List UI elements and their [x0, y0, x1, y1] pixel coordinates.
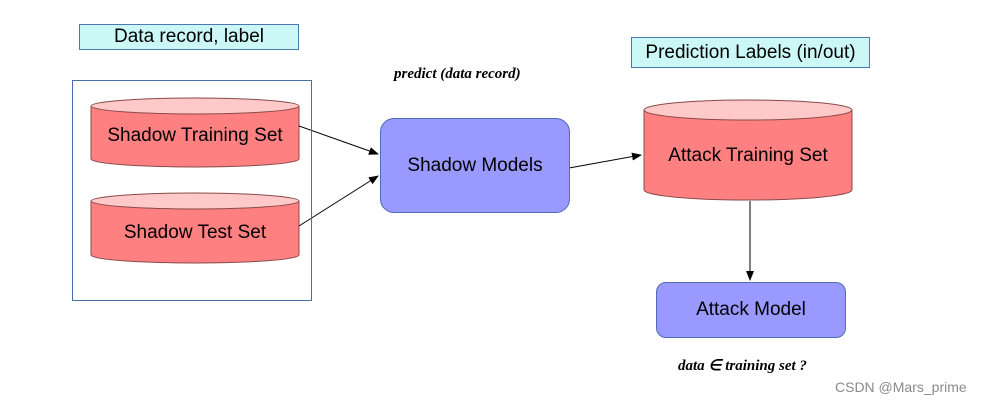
shadow-training-set-label: Shadow Training Set	[107, 125, 283, 146]
arrow-models-to-attack-training	[568, 152, 642, 169]
shadow-test-set-label: Shadow Test Set	[123, 222, 267, 243]
csdn-watermark: CSDN @Mars_prime	[835, 379, 967, 395]
attack-model-node: Attack Model	[656, 282, 846, 338]
prediction-labels-label: Prediction Labels (in/out)	[631, 37, 870, 68]
predict-caption: predict (data record)	[394, 66, 521, 82]
arrow-training-to-models	[298, 125, 379, 155]
shadow-training-set-cylinder	[90, 97, 300, 168]
attack-training-set-label: Attack Training Set	[668, 145, 828, 166]
arrow-test-to-models	[298, 175, 379, 227]
membership-caption: data ∈ training set ?	[678, 358, 807, 374]
data-record-label: Data record, label	[79, 24, 299, 50]
shadow-models-node: Shadow Models	[380, 118, 570, 213]
shadow-test-set-cylinder	[90, 192, 300, 264]
shadow-datasets-frame	[72, 80, 312, 301]
attack-training-set-cylinder	[643, 99, 853, 201]
